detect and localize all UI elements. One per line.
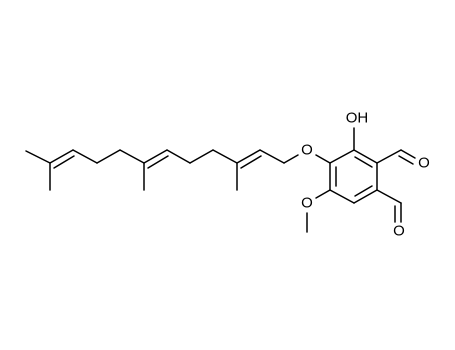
bond-aldehyde-lower-1 [376, 189, 402, 204]
bond-chain-2 [96, 149, 121, 164]
bond-double-3-a [236, 149, 261, 164]
ring-bond-2 [353, 149, 378, 164]
ring-bond-4-inner [354, 185, 373, 197]
ring-bond-2-inner [354, 156, 373, 168]
ether-oxygen-label: O [301, 142, 313, 159]
proximal-isoprene-unit [212, 149, 299, 191]
bond-chain-1 [72, 149, 98, 164]
ring-bond-4 [353, 189, 378, 204]
bond-chain-5 [189, 149, 214, 164]
bond-double-2-b [147, 155, 169, 169]
aldehyde-oxygen-upper-label: O [418, 155, 430, 172]
ring-bond-5 [329, 189, 355, 204]
bond-ether-1 [283, 154, 299, 164]
lower-aldehyde-group [376, 189, 402, 223]
bond-aldehyde-upper-2b [398, 155, 414, 165]
bond-double-3-b [240, 155, 262, 169]
bond-chain-7 [259, 149, 285, 164]
bond-double-1-b [53, 155, 75, 169]
bond-double-1-a [49, 149, 74, 164]
hydroxyl-label: OH [346, 110, 369, 127]
bond-ether-2 [315, 154, 331, 164]
bond-chain-4 [166, 149, 191, 164]
bond-aldehyde-upper-1 [376, 149, 402, 164]
bond-methyl-a [25, 150, 51, 164]
bond-double-2-a [143, 149, 168, 164]
middle-isoprene-unit [119, 149, 214, 191]
upper-aldehyde-group [376, 149, 416, 165]
bond-methoxy-1 [315, 189, 331, 199]
bond-aldehyde-upper-2 [400, 149, 416, 159]
bond-chain-3 [119, 149, 145, 164]
ring-bond-1 [329, 149, 355, 164]
terminal-prenyl-unit [25, 149, 121, 191]
benzene-ring [315, 149, 378, 204]
methoxy-oxygen-label: O [301, 195, 313, 212]
bond-chain-6 [212, 149, 238, 164]
aldehyde-oxygen-lower-label: O [393, 223, 405, 240]
